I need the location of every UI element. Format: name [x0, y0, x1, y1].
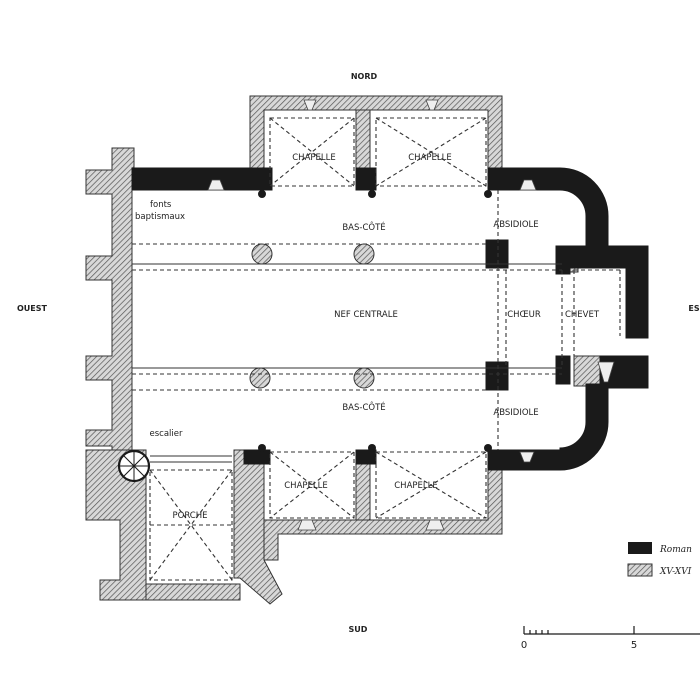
south-chapels-divider [355, 461, 371, 521]
north-wall-west [131, 167, 273, 191]
porch-west-wall [85, 449, 147, 601]
wall-pier-dots [258, 190, 492, 452]
nave-columns [249, 243, 375, 389]
label-chevet: CHEVET [565, 310, 600, 320]
column-s1 [249, 367, 271, 389]
north-apse [559, 167, 609, 259]
scale-label-5: 5 [631, 640, 637, 651]
label-chapel-se: CHAPELLE [394, 481, 437, 491]
label-nave: NEF CENTRALE [334, 310, 398, 320]
west-facade [85, 147, 135, 453]
label-fonts-1: fonts [150, 200, 172, 210]
window-splays [207, 99, 615, 531]
south-wall-mid-a [243, 449, 271, 465]
label-chapel-ne: CHAPELLE [408, 153, 451, 163]
label-aisle-north: BAS-CÔTÉ [342, 221, 385, 233]
vault-lines [132, 117, 621, 581]
legend-label-later: XV-XVI [659, 567, 692, 577]
column-s2 [353, 367, 375, 389]
label-choir: CHŒUR [507, 310, 541, 320]
pier-south-2 [555, 355, 571, 385]
direction-west: OUEST [17, 304, 48, 313]
porch-east-wall [233, 449, 283, 605]
label-chapel-nw: CHAPELLE [292, 153, 335, 163]
legend-swatch-later [627, 563, 653, 577]
pier-north-2 [555, 245, 571, 275]
pier-south-1 [485, 361, 509, 391]
scale-label-0: 0 [521, 640, 527, 651]
label-fonts-2: baptismaux [135, 212, 185, 222]
label-apsidiole-south: ABSIDIOLE [493, 408, 538, 418]
south-chapels-wall [263, 461, 503, 561]
north-wall-mid [355, 167, 377, 191]
chevet-north-wall [559, 245, 649, 269]
south-wall-mid-b [355, 449, 377, 465]
label-porch: PORCHE [173, 511, 208, 521]
later-masonry [85, 95, 625, 605]
label-apsidiole-north: ABSIDIOLE [493, 220, 538, 230]
direction-south: SUD [349, 625, 368, 634]
legend-label-romanesque: Roman [659, 545, 692, 555]
scale-bar [523, 626, 700, 635]
label-aisle-south: BAS-CÔTÉ [342, 401, 385, 413]
legend-swatch-romanesque [628, 542, 652, 554]
spiral-staircase [117, 449, 151, 483]
column-n2 [353, 243, 375, 265]
pier-north-1 [485, 239, 509, 269]
romanesque-masonry [131, 167, 649, 471]
column-n1 [251, 243, 273, 265]
label-stair: escalier [150, 429, 183, 439]
label-chapel-sw: CHAPELLE [284, 481, 327, 491]
porch-south-wall [145, 583, 241, 601]
north-chapels-divider [355, 109, 371, 169]
south-apse [559, 383, 609, 471]
legend: Roman XV-XVI [627, 542, 692, 577]
direction-east: ES [688, 304, 699, 313]
direction-north: NORD [351, 72, 378, 81]
